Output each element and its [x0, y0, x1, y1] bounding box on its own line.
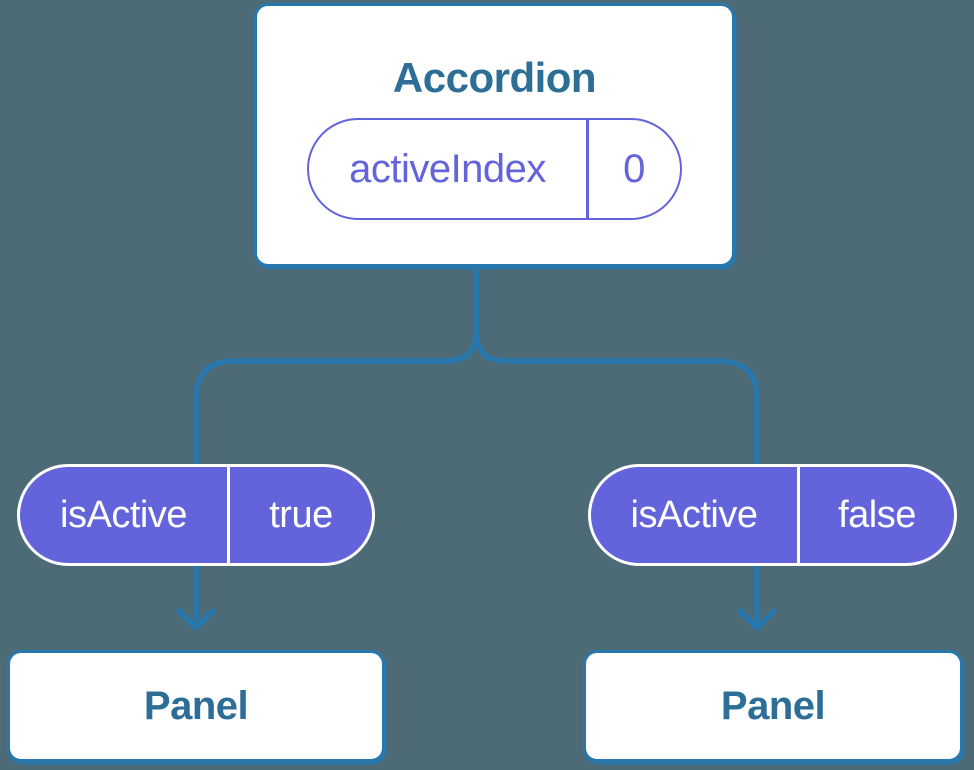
prop-pill-isactive-true: isActive true — [17, 464, 375, 566]
component-title: Panel — [143, 683, 249, 728]
state-pill-name: activeIndex — [349, 146, 546, 191]
prop-pill-name: isActive — [630, 493, 758, 536]
prop-pill-value: false — [838, 493, 916, 536]
prop-pill-isactive-false: isActive false — [588, 464, 957, 566]
component-title: Accordion — [392, 54, 597, 101]
pill-divider — [227, 467, 230, 563]
arrowhead-left-icon — [176, 608, 216, 631]
component-node-accordion: Accordion activeIndex 0 — [254, 3, 735, 267]
component-title: Panel — [720, 683, 826, 728]
pill-divider — [797, 467, 800, 563]
component-node-panel-left: Panel — [7, 650, 385, 762]
component-node-panel-right: Panel — [583, 650, 963, 762]
edge-root-to-left-pill — [193, 270, 479, 470]
arrowhead-right-icon — [737, 608, 777, 631]
prop-pill-value: true — [269, 493, 333, 536]
edge-root-to-right-pill — [473, 270, 760, 470]
prop-pill-name: isActive — [60, 493, 187, 536]
state-pill-activeindex: activeIndex 0 — [307, 118, 682, 220]
state-pill-value: 0 — [623, 146, 646, 191]
pill-divider — [586, 120, 589, 218]
